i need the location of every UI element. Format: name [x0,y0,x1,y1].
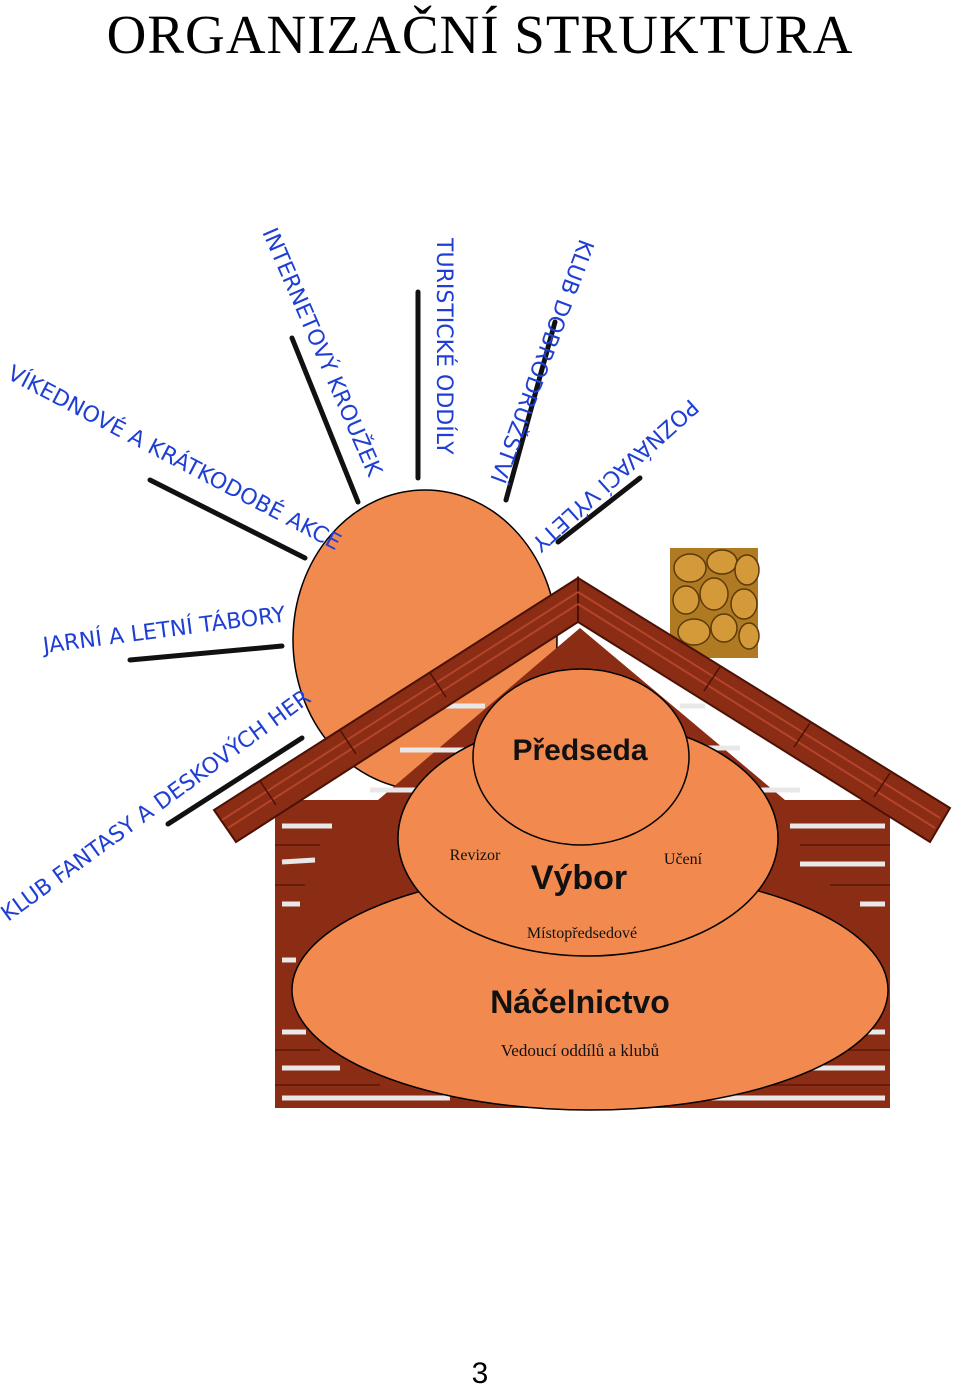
vice-chairs-label: Místopředsedové [527,925,637,942]
leadership-label: Náčelnictvo [490,984,670,1020]
chair-label: Předseda [512,734,647,767]
ray-text-0: INTERNETOVÝ KROUŽEK [256,224,386,480]
ray-label-weekend-actions: VÍKEDNOVÉ A KRÁTKODOBÉ AKCE [3,361,345,556]
revizor-label: Revizor [450,847,501,864]
ray-text-3: POZNÁVACÍ VÝLETY [526,394,703,557]
ray-text-4: VÍKEDNOVÉ A KRÁTKODOBÉ AKCE [3,361,345,556]
ray-label-tourist-units: TURISTICKÉ ODDÍLY [431,237,457,455]
page-title: ORGANIZAČNÍ STRUKTURA [106,4,854,65]
unit-leaders-label: Vedoucí oddílů a klubů [501,1041,660,1060]
sun-rays [127,289,643,827]
chimney [670,548,760,658]
ray-text-2: KLUB DOBRODRUŽSTVÍ [484,236,597,487]
page-number: 3 [471,1357,489,1390]
roof [212,576,952,844]
committee-label: Výbor [531,859,627,897]
top-oval [472,668,690,846]
ray-label-adventure-club: KLUB DOBRODRUŽSTVÍ [484,236,597,487]
ray-label-internet-club: INTERNETOVÝ KROUŽEK [256,224,386,480]
ray-text-1: TURISTICKÉ ODDÍLY [431,237,457,455]
ucetni-label: Učení [664,851,703,868]
ray-label-trips: POZNÁVACÍ VÝLETY [526,394,703,557]
